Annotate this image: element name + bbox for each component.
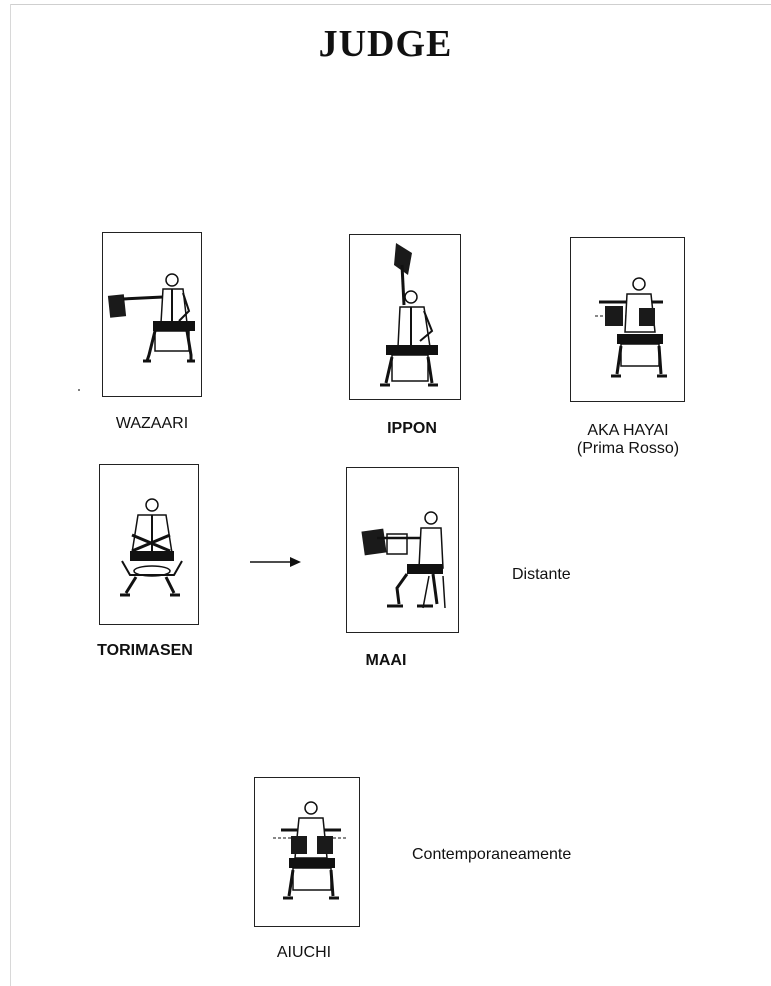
maai-signal-card bbox=[346, 467, 459, 633]
wazaari-judge-figure bbox=[107, 273, 195, 363]
ippon-label: IPPON bbox=[387, 420, 437, 437]
page-left-edge bbox=[10, 4, 11, 986]
aiuchi-judge-figure bbox=[273, 801, 347, 900]
torimasen-label: TORIMASEN bbox=[97, 642, 193, 659]
maai-note: Distante bbox=[512, 566, 571, 583]
ippon-judge-figure bbox=[380, 243, 438, 387]
aiuchi-label: AIUCHI bbox=[276, 944, 332, 961]
wazaari-signal-card bbox=[102, 232, 202, 397]
ippon-signal-card bbox=[349, 234, 461, 400]
torimasen-signal-card bbox=[99, 464, 199, 625]
aka-hayai-title: AKA HAYAI bbox=[587, 422, 669, 439]
maai-judge-figure bbox=[361, 511, 446, 609]
page-top-edge bbox=[10, 4, 771, 5]
scan-speck bbox=[78, 389, 80, 391]
arrow-right-icon bbox=[250, 557, 301, 567]
maai-label: MAAI bbox=[365, 652, 407, 669]
aiuchi-note: Contemporaneamente bbox=[412, 846, 572, 863]
aka-hayai-sublabel: (Prima Rosso) bbox=[576, 440, 680, 457]
aiuchi-signal-card bbox=[254, 777, 360, 927]
aka-hayai-label: AKA HAYAI (Prima Rosso) bbox=[570, 422, 686, 458]
torimasen-judge-figure bbox=[120, 498, 183, 597]
aka-hayai-signal-card bbox=[570, 237, 685, 402]
aka-hayai-judge-figure bbox=[595, 277, 667, 378]
page-title: JUDGE bbox=[318, 23, 453, 65]
wazaari-label: WAZAARI bbox=[115, 415, 189, 432]
